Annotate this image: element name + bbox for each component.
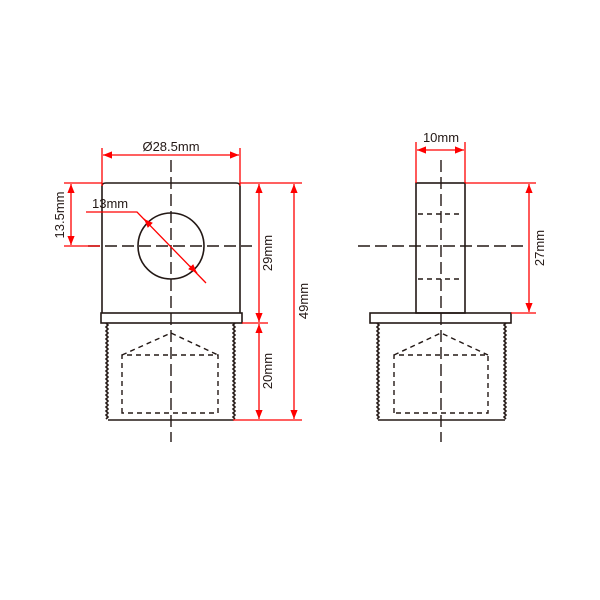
thread-right	[502, 322, 508, 420]
upper-height-label: 29mm	[260, 235, 275, 271]
stem-height-label: 27mm	[532, 230, 547, 266]
stem-width-label: 10mm	[423, 130, 459, 145]
total-height-label: 49mm	[296, 283, 311, 319]
diameter-label: Ø28.5mm	[142, 139, 199, 154]
thread-right	[231, 322, 237, 420]
hole-leader	[86, 211, 207, 284]
hidden-bore	[121, 332, 219, 414]
front-dimensions: Ø28.5mm 13.5mm 13mm 29mm 20mm 49mm	[52, 139, 311, 421]
side-dimensions: 10mm 27mm	[415, 130, 547, 314]
thread-height-label: 20mm	[260, 353, 275, 389]
side-view	[358, 160, 524, 442]
thread-left	[375, 322, 381, 420]
hole-label: 13mm	[92, 196, 128, 211]
hidden-bore	[393, 332, 489, 414]
thread-left	[104, 322, 110, 420]
hole-offset-label: 13.5mm	[52, 192, 67, 239]
